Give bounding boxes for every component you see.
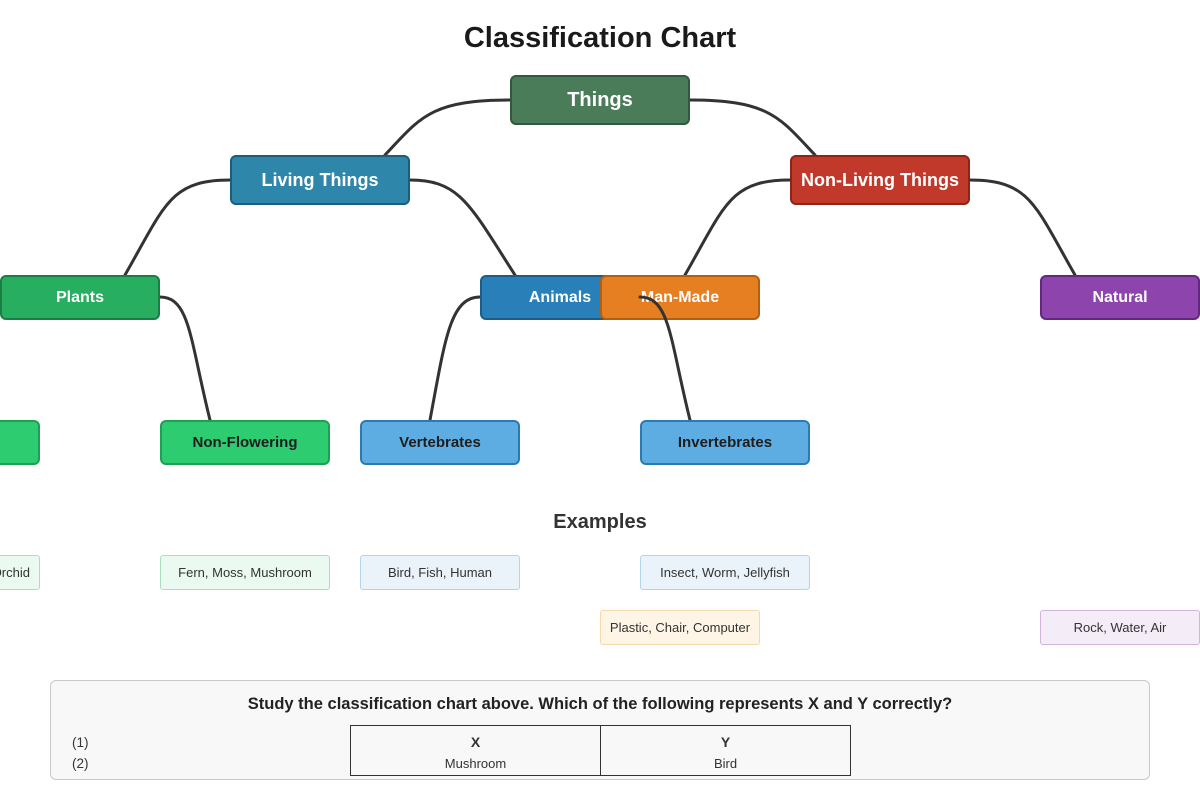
node-invertebrates: Invertebrates [640, 420, 810, 465]
node-flowering-partial [0, 420, 40, 465]
example-vertebrates: Bird, Fish, Human [360, 555, 520, 590]
example-flowering: Rose, Orchid [0, 555, 40, 590]
example-non-flowering: Fern, Moss, Mushroom [160, 555, 330, 590]
node-non-flowering: Non-Flowering [160, 420, 330, 465]
answer-header-x: X [470, 734, 481, 750]
node-man-made: Man-Made [600, 275, 760, 320]
node-living-things: Living Things [230, 155, 410, 205]
node-plants: Plants [0, 275, 160, 320]
link-plants-nonflowering [158, 295, 212, 422]
answer-header-y: Y [720, 734, 731, 750]
answer-column-x: X Mushroom [351, 726, 600, 775]
chart-title: Classification Chart [463, 22, 737, 54]
node-non-living-things: Non-Living Things [790, 155, 970, 205]
link-things-living [383, 98, 512, 157]
answer-cell-y: Bird [713, 756, 738, 771]
link-living-plants [123, 178, 232, 277]
link-things-nonliving [688, 98, 817, 157]
node-vertebrates: Vertebrates [360, 420, 520, 465]
answer-column-y: Y Bird [600, 726, 850, 775]
example-natural: Rock, Water, Air [1040, 610, 1200, 645]
link-nonliving-natural [968, 178, 1077, 277]
link-nonliving-manmade [683, 178, 792, 277]
node-things: Things [510, 75, 690, 125]
option-2[interactable]: (2) [72, 756, 89, 771]
examples-heading: Examples [553, 511, 647, 533]
link-animals-invertebrates [638, 295, 692, 422]
link-animals-vertebrates [428, 295, 482, 422]
question-text: Study the classification chart above. Wh… [247, 695, 953, 713]
link-living-animals [408, 178, 517, 277]
node-natural: Natural [1040, 275, 1200, 320]
example-man-made: Plastic, Chair, Computer [600, 610, 760, 645]
question-panel: Study the classification chart above. Wh… [50, 680, 1150, 780]
answer-cell-x: Mushroom [444, 756, 507, 771]
answer-table: X Mushroom Y Bird [350, 725, 851, 776]
example-invertebrates: Insect, Worm, Jellyfish [640, 555, 810, 590]
option-1[interactable]: (1) [72, 735, 89, 750]
